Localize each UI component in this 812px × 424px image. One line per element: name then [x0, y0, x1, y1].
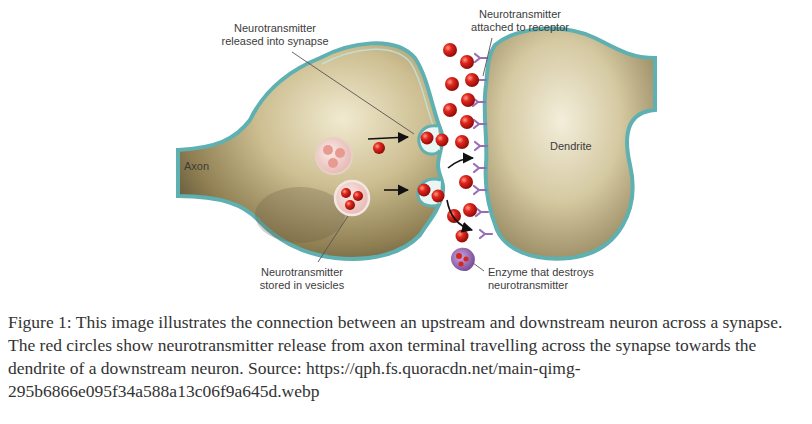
- neurotransmitter: [341, 188, 351, 198]
- axon-terminal: [178, 43, 443, 259]
- neurotransmitter: [456, 230, 469, 243]
- leader-line: [292, 52, 414, 134]
- neurotransmitter: [447, 209, 461, 223]
- neurotransmitter: [421, 132, 434, 145]
- neurotransmitter: [465, 73, 479, 87]
- part-label: Axon: [184, 160, 209, 173]
- enzyme: [451, 248, 475, 271]
- neurotransmitter: [455, 135, 469, 149]
- leader-line: [473, 263, 484, 271]
- neurotransmitter: [328, 158, 338, 168]
- vesicle: [335, 181, 369, 215]
- terminal-shading: [255, 187, 345, 243]
- neurotransmitter: [443, 103, 457, 117]
- neurotransmitter: [418, 184, 431, 197]
- receptor: [476, 208, 488, 216]
- neurotransmitter-group: [418, 43, 480, 243]
- neurotransmitter: [432, 190, 445, 203]
- leader-group: [292, 38, 492, 271]
- neurotransmitter: [460, 115, 474, 129]
- receptor: [475, 142, 487, 150]
- callout-label: Enzyme that destroys neurotransmitter: [488, 266, 614, 292]
- enzyme-fragment: [464, 257, 469, 262]
- callout-label: Neurotransmitter released into synapse: [215, 22, 335, 48]
- enzyme-fragment: [459, 262, 464, 267]
- binding-arrow: [448, 158, 473, 168]
- leader-line: [318, 216, 348, 262]
- neurotransmitter: [345, 200, 355, 210]
- neurotransmitter: [335, 148, 345, 158]
- leader-line: [483, 38, 492, 76]
- receptor: [474, 164, 486, 172]
- receptor: [480, 230, 492, 238]
- neurotransmitter: [373, 142, 385, 154]
- neurotransmitter: [460, 55, 474, 69]
- neurotransmitter: [461, 93, 475, 107]
- neurotransmitter: [463, 203, 477, 217]
- dendrite-shape: [485, 29, 655, 259]
- neurotransmitter: [323, 145, 333, 155]
- neurotransmitter: [459, 175, 473, 189]
- neurotransmitter: [443, 43, 457, 57]
- receptor: [474, 186, 486, 194]
- release-arrow: [384, 189, 408, 191]
- figure-caption: Figure 1: This image illustrates the con…: [8, 311, 804, 403]
- release-arrow: [368, 137, 408, 139]
- neurotransmitter: [353, 191, 363, 201]
- binding-arrow: [447, 200, 472, 230]
- arrow-group: [368, 137, 473, 230]
- neurotransmitter: [436, 134, 449, 147]
- vesicle: [316, 138, 352, 174]
- enzyme-fragment: [456, 253, 462, 259]
- neurotransmitter: [445, 77, 459, 91]
- callout-label: Neurotransmitter stored in vesicles: [252, 266, 352, 292]
- membrane-highlight: [322, 49, 434, 128]
- callout-label: Neurotransmitter attached to receptor: [462, 8, 578, 34]
- part-label: Dendrite: [550, 140, 592, 153]
- receptor: [474, 120, 486, 128]
- receptor: [475, 54, 487, 62]
